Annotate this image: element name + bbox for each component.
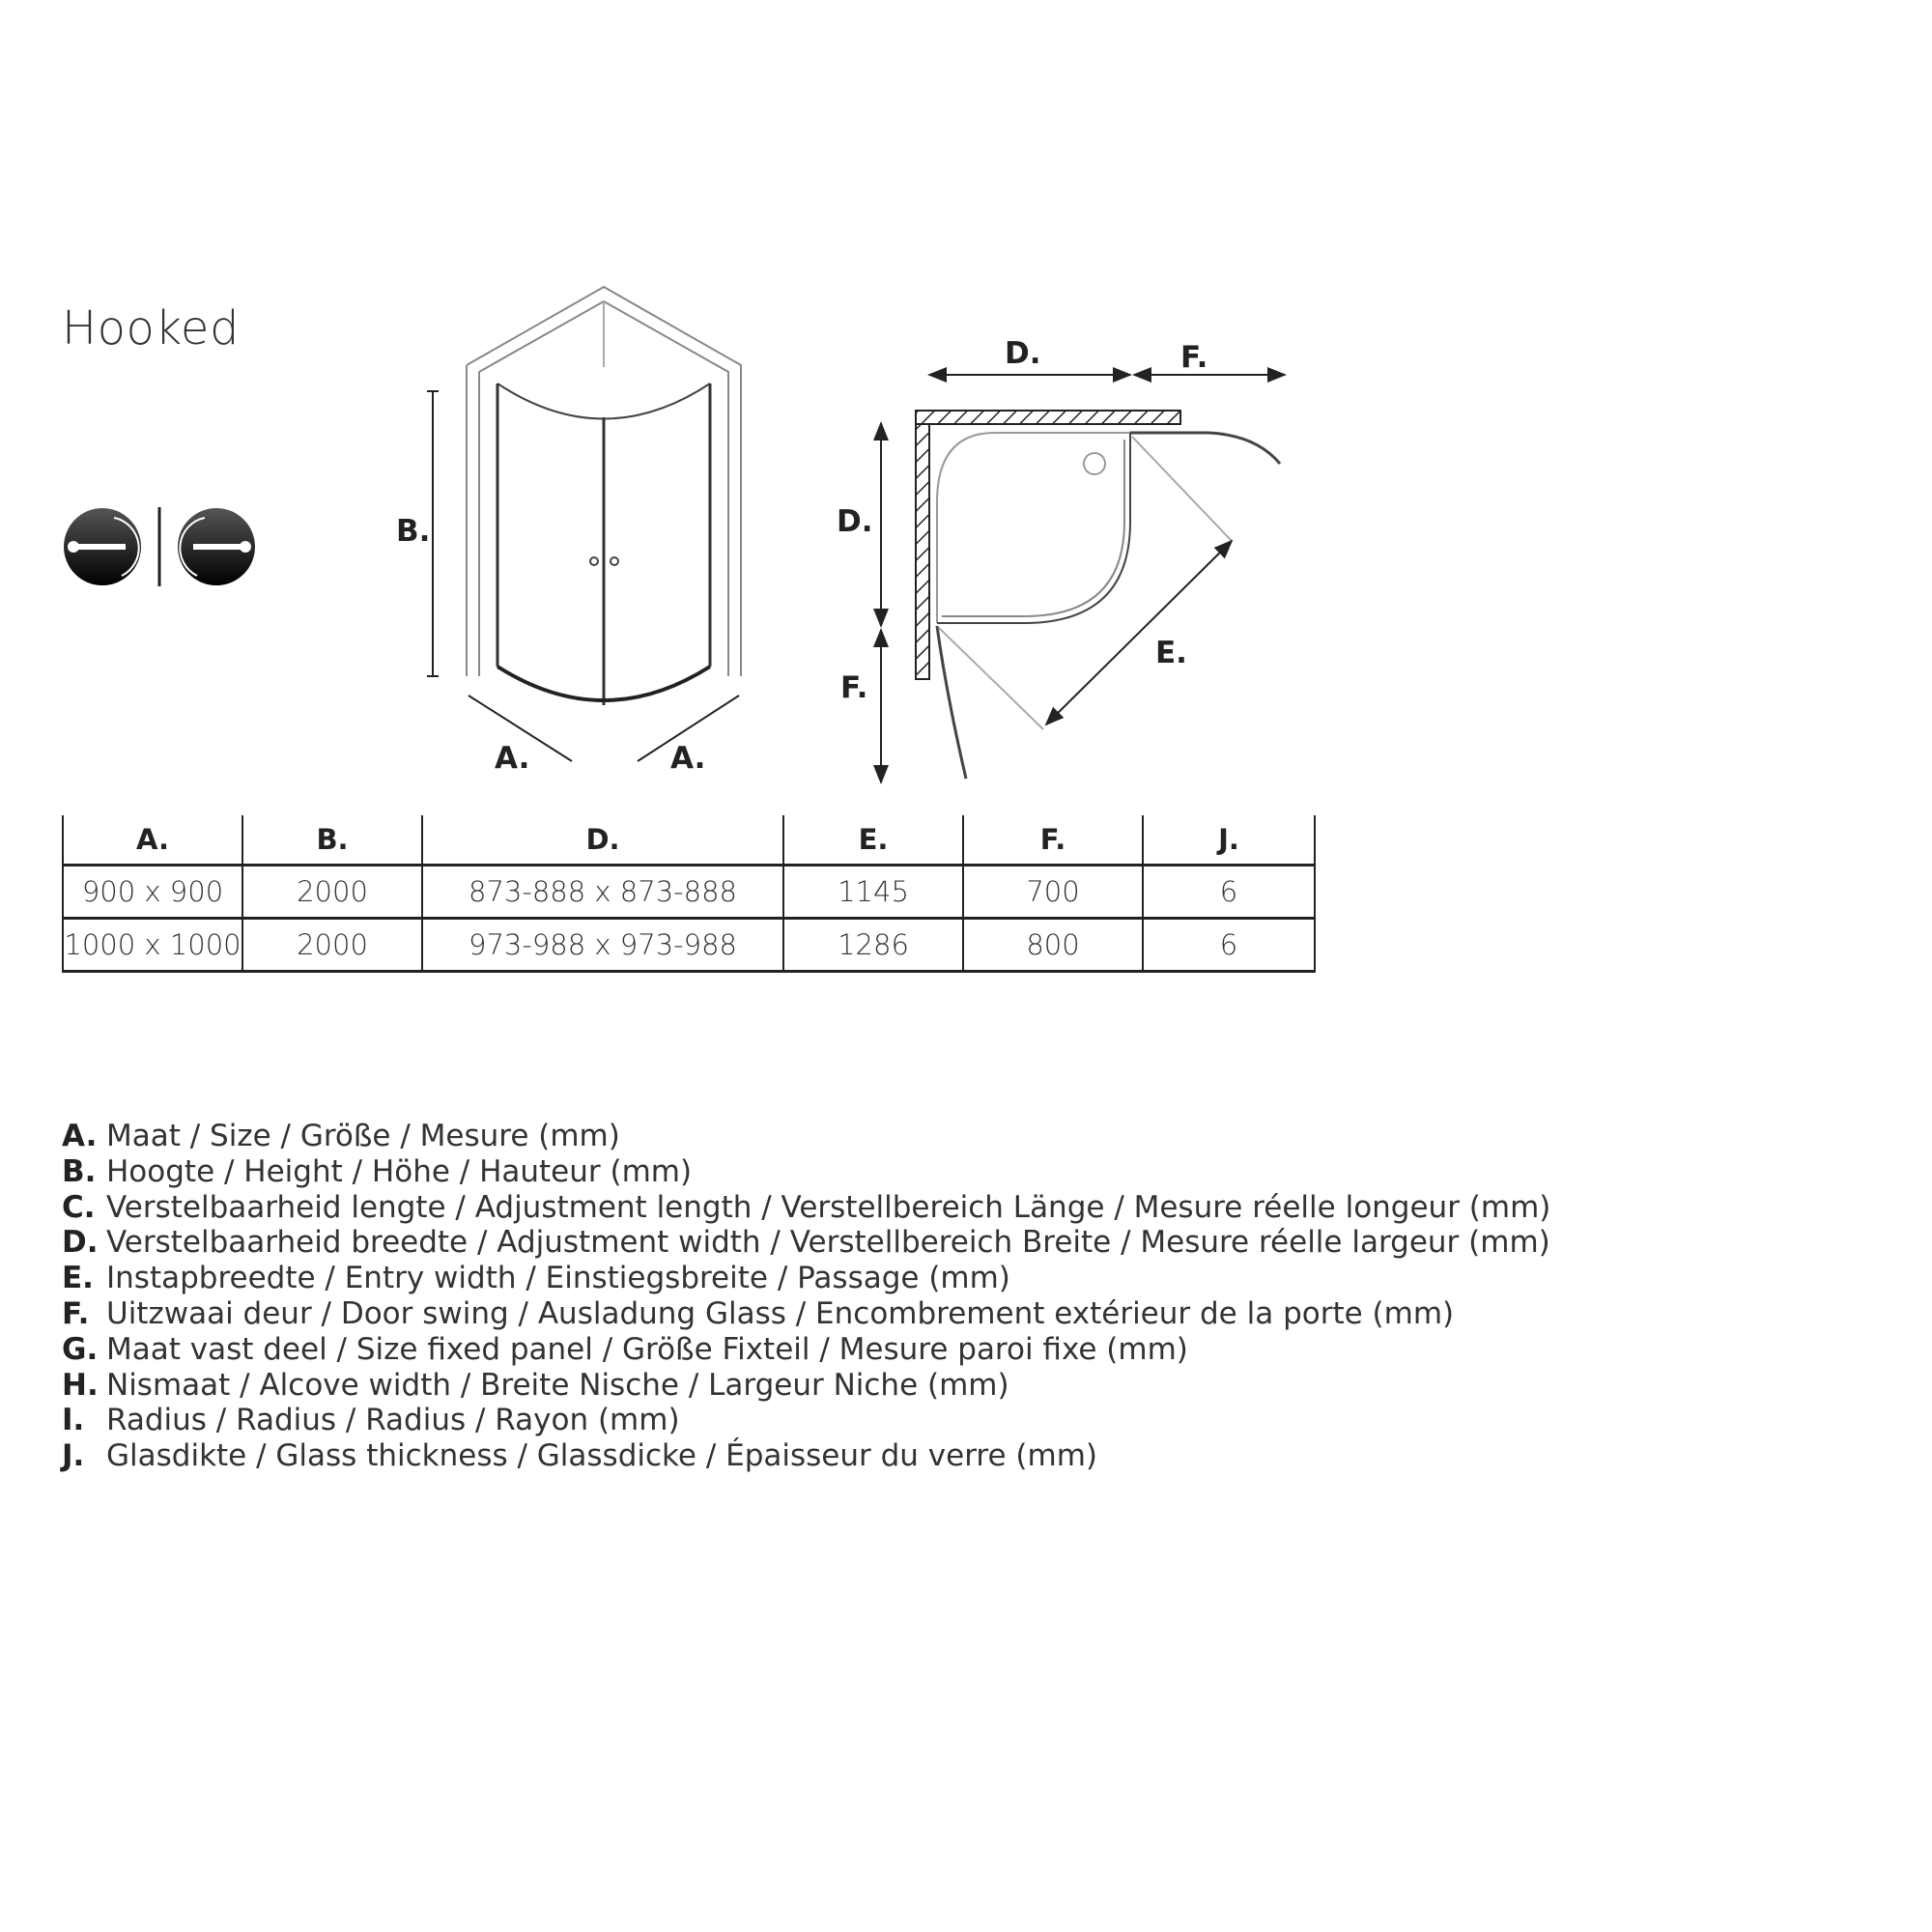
legend-item: G.Maat vast deel / Size fixed panel / Gr… [62, 1332, 1550, 1368]
label-f-top: F. [1180, 340, 1208, 375]
cell: 1000 x 1000 [62, 918, 243, 973]
legend-text: Instapbreedte / Entry width / Einstiegsb… [106, 1261, 1010, 1296]
table-header-row: A. B. D. E. F. J. [62, 815, 1316, 867]
label-a-left: A. [495, 741, 529, 776]
legend-key: D. [62, 1225, 99, 1261]
header-d: D. [421, 815, 784, 867]
legend-key: A. [62, 1119, 98, 1153]
legend-text: Radius / Radius / Radius / Rayon (mm) [106, 1403, 680, 1438]
cell: 6 [1142, 918, 1316, 973]
legend-item: A.Maat / Size / Größe / Mesure (mm) [62, 1119, 1550, 1154]
label-a-right: A. [670, 741, 705, 776]
cell: 6 [1142, 865, 1316, 920]
front-view-drawing [427, 285, 742, 762]
legend-text: Glasdikte / Glass thickness / Glassdicke… [106, 1438, 1097, 1474]
label-f-side: F. [840, 670, 867, 705]
header-a: A. [62, 815, 243, 867]
legend-key: H. [62, 1367, 99, 1403]
header-b: B. [242, 815, 423, 867]
label-d-side: D. [837, 504, 873, 539]
legend-item: H.Nismaat / Alcove width / Breite Nische… [62, 1368, 1550, 1404]
legend-key: E. [62, 1261, 94, 1296]
legend-item: J. Glasdikte / Glass thickness / Glassdic… [62, 1438, 1550, 1474]
table-row: 900 x 900 2000 873-888 x 873-888 1145 70… [62, 865, 1316, 920]
cell: 2000 [242, 865, 423, 920]
legend-item: B.Hoogte / Height / Höhe / Hauteur (mm) [62, 1154, 1550, 1190]
legend-key: G. [62, 1331, 99, 1367]
door-swing-icon-left [64, 508, 141, 585]
legend-text: Maat vast deel / Size fixed panel / Größ… [106, 1331, 1188, 1367]
legend: A.Maat / Size / Größe / Mesure (mm) B.Ho… [62, 1119, 1550, 1474]
dimensions-table: A. B. D. E. F. J. 900 x 900 2000 873-888… [62, 815, 1316, 973]
legend-key: C. [62, 1189, 96, 1225]
header-j: J. [1142, 815, 1316, 867]
legend-key: F. [62, 1295, 90, 1331]
cell: 973-988 x 973-988 [421, 918, 784, 973]
label-e: E. [1155, 636, 1187, 670]
legend-item: I. Radius / Radius / Radius / Rayon (mm) [62, 1403, 1550, 1438]
legend-key: B. [62, 1153, 97, 1189]
legend-item: E. Instapbreedte / Entry width / Einstieg… [62, 1261, 1550, 1296]
header-f: F. [962, 815, 1144, 867]
top-view-drawing [873, 367, 1287, 784]
door-swing-icon-right [178, 508, 255, 585]
legend-text: Verstelbaarheid lengte / Adjustment leng… [106, 1189, 1551, 1225]
cell: 2000 [242, 918, 423, 973]
legend-key: J. [62, 1438, 85, 1474]
legend-key: I. [62, 1403, 85, 1438]
cell: 700 [962, 865, 1144, 920]
cell: 873-888 x 873-888 [421, 865, 784, 920]
cell: 1286 [782, 918, 964, 973]
legend-item: D.Verstelbaarheid breedte / Adjustment w… [62, 1225, 1550, 1261]
legend-text: Verstelbaarheid breedte / Adjustment wid… [106, 1225, 1550, 1261]
product-title: Hooked [62, 301, 240, 355]
legend-text: Maat / Size / Größe / Mesure (mm) [106, 1119, 620, 1153]
cell: 800 [962, 918, 1144, 973]
legend-item: F. Uitzwaai deur / Door swing / Ausladung… [62, 1296, 1550, 1332]
cell: 1145 [782, 865, 964, 920]
legend-item: C. Verstelbaarheid lengte / Adjustment le… [62, 1190, 1550, 1226]
legend-text: Nismaat / Alcove width / Breite Nische /… [106, 1367, 1009, 1403]
label-d-top: D. [1005, 336, 1041, 371]
table-row: 1000 x 1000 2000 973-988 x 973-988 1286 … [62, 918, 1316, 973]
label-b: B. [396, 514, 430, 549]
legend-text: Uitzwaai deur / Door swing / Ausladung G… [106, 1295, 1455, 1331]
cell: 900 x 900 [62, 865, 243, 920]
header-e: E. [782, 815, 964, 867]
legend-text: Hoogte / Height / Höhe / Hauteur (mm) [106, 1153, 693, 1189]
